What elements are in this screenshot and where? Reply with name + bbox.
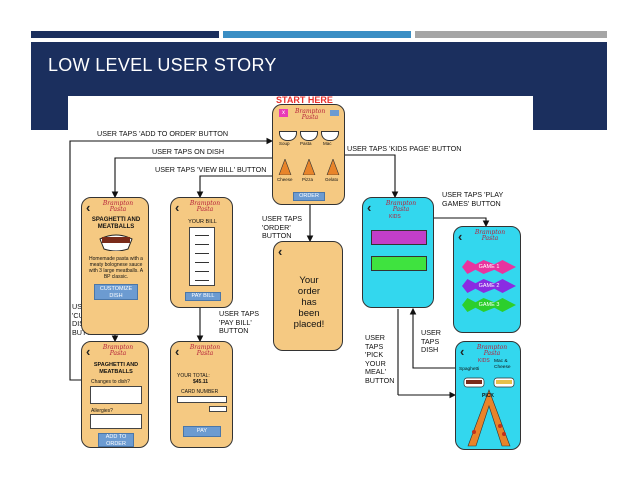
back-arrow-icon[interactable]: ‹ bbox=[86, 200, 91, 215]
bill-receipt bbox=[189, 227, 215, 286]
back-arrow-icon[interactable]: ‹ bbox=[278, 244, 283, 259]
edge-label-view-bill: USER TAPS 'VIEW BILL' BUTTON bbox=[155, 165, 267, 174]
changes-input[interactable] bbox=[90, 386, 142, 404]
kids-item-mac-cheese: Mac &Cheese bbox=[494, 359, 511, 370]
allergies-label: Allergies? bbox=[91, 408, 113, 414]
bowl-label: Soup bbox=[279, 141, 290, 146]
cone-label: Pizza bbox=[302, 177, 314, 182]
game-1-button[interactable]: GAME 1 bbox=[462, 260, 516, 274]
edge-label-add-to-order: USER TAPS 'ADD TO ORDER' BUTTON bbox=[97, 129, 229, 138]
edge-label-on-dish: USER TAPS ON DISH bbox=[152, 147, 225, 156]
cone-label: Gelato bbox=[325, 177, 339, 182]
back-arrow-icon[interactable]: ‹ bbox=[175, 344, 180, 359]
kids-title: KIDS bbox=[389, 214, 401, 220]
pay-bill-button[interactable]: PAY BILL bbox=[185, 292, 221, 301]
edge-label-pay-bill: USER TAPS'PAY BILL'BUTTON bbox=[219, 309, 260, 335]
start-here-label: START HERE bbox=[276, 95, 333, 105]
bowl-label: Pasta bbox=[300, 141, 312, 146]
pick-label: PICK bbox=[482, 393, 494, 399]
back-arrow-icon[interactable]: ‹ bbox=[175, 200, 180, 215]
card-cvv-input[interactable] bbox=[209, 406, 227, 412]
card-number-label: CARD NUMBER bbox=[181, 389, 219, 395]
kids-meal-illustration[interactable] bbox=[460, 376, 518, 448]
pay-button[interactable]: PAY bbox=[183, 426, 221, 437]
order-button[interactable]: ORDER bbox=[293, 192, 325, 201]
cone-icons[interactable] bbox=[277, 159, 343, 175]
total-label: YOUR TOTAL: bbox=[177, 373, 210, 379]
accent-bar-navy bbox=[31, 31, 219, 38]
card-number-input[interactable] bbox=[177, 396, 227, 403]
game-3-button[interactable]: GAME 3 bbox=[462, 298, 516, 312]
accent-bar-blue bbox=[223, 31, 411, 38]
total-value: $45.11 bbox=[193, 379, 209, 385]
bowl-label: Mac bbox=[323, 141, 332, 146]
back-arrow-icon[interactable]: ‹ bbox=[458, 229, 463, 244]
edge-label-kids-page: USER TAPS 'KIDS PAGE' BUTTON bbox=[347, 144, 462, 153]
kids-item-spaghetti: Spaghetti bbox=[459, 367, 480, 372]
pasta-bowl-icon bbox=[99, 234, 133, 251]
game-2-button[interactable]: GAME 2 bbox=[462, 279, 516, 293]
back-arrow-icon[interactable]: ‹ bbox=[86, 344, 91, 359]
slide-title: LOW LEVEL USER STORY bbox=[48, 55, 277, 75]
pick-meal-button[interactable] bbox=[371, 256, 427, 271]
allergies-input[interactable] bbox=[90, 414, 142, 429]
accent-bar-gray bbox=[415, 31, 607, 38]
cone-label: Cheese bbox=[277, 177, 293, 182]
changes-label: Changes to dish? bbox=[91, 379, 130, 385]
kids-menu-title: KIDS bbox=[478, 358, 490, 364]
back-arrow-icon[interactable]: ‹ bbox=[460, 344, 465, 359]
back-arrow-icon[interactable]: ‹ bbox=[367, 200, 372, 215]
play-games-button[interactable] bbox=[371, 230, 427, 245]
bill-title: YOUR BILL bbox=[188, 219, 217, 225]
home-close-button[interactable]: x bbox=[279, 109, 288, 117]
edge-label-order: USER TAPS'ORDER'BUTTON bbox=[262, 214, 303, 240]
home-menu-button[interactable] bbox=[330, 110, 339, 116]
